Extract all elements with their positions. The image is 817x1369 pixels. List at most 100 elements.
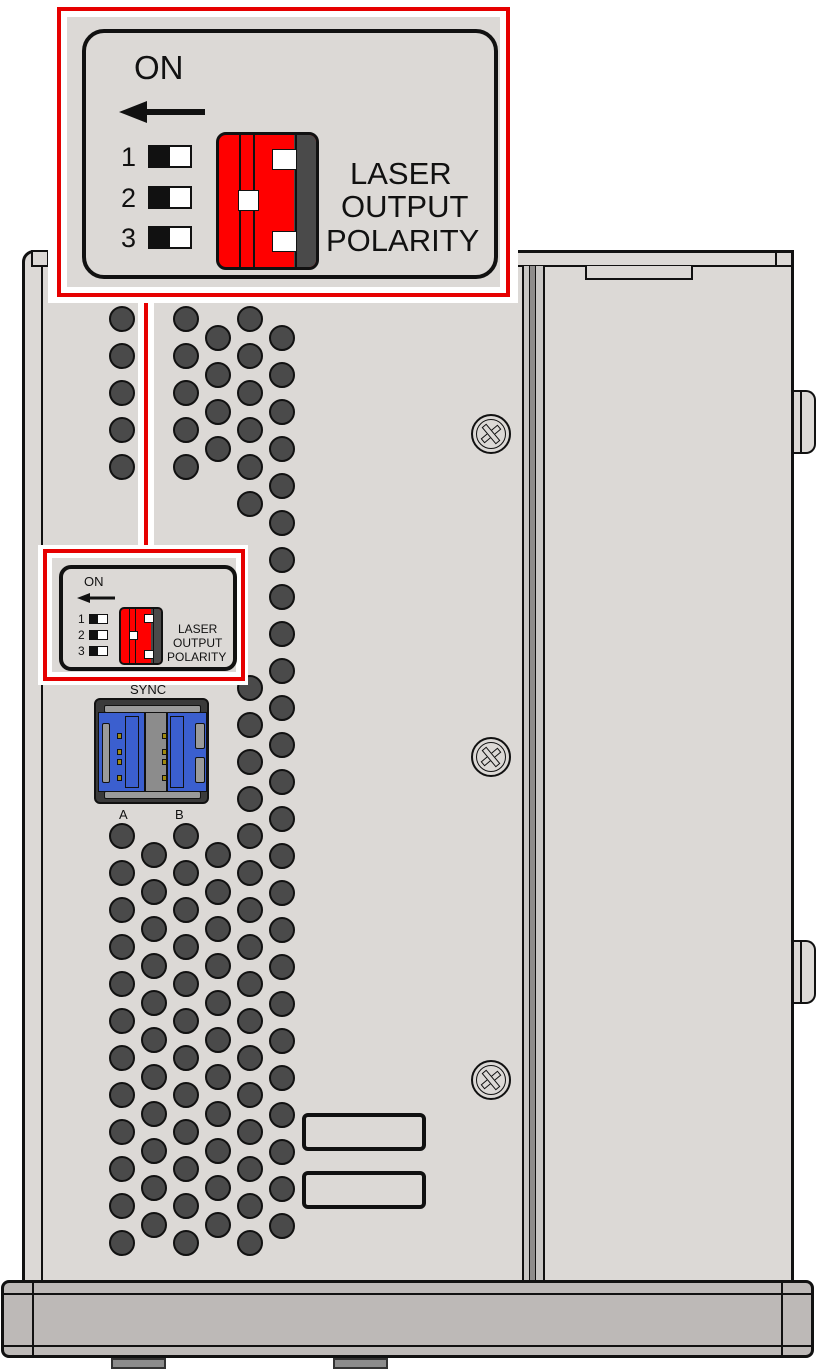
vent-hole — [109, 1230, 135, 1256]
sync-connector[interactable] — [94, 698, 209, 804]
vent-hole — [269, 510, 295, 536]
vent-hole — [237, 306, 263, 332]
vent-hole — [269, 769, 295, 795]
right-handle-top — [794, 390, 816, 454]
small-dip-toggle-1[interactable] — [144, 614, 154, 623]
vent-hole — [237, 1230, 263, 1256]
small-dip-switch[interactable] — [119, 607, 163, 665]
vent-hole — [173, 1156, 199, 1182]
top-clip — [585, 266, 693, 280]
dip-toggle-1[interactable] — [272, 149, 297, 170]
dip-switch[interactable] — [216, 132, 319, 270]
port-b-label: B — [175, 807, 184, 822]
vent-hole — [141, 1138, 167, 1164]
vent-hole — [109, 1008, 135, 1034]
small-polarity-label: POLARITY — [167, 650, 227, 664]
large-switch-label: ON 1 2 3 LASER OUTPUT POLARITY — [82, 29, 498, 279]
right-section-top-notch — [775, 250, 777, 267]
vent-hole — [237, 971, 263, 997]
vent-hole — [141, 1064, 167, 1090]
vent-hole — [173, 897, 199, 923]
vent-hole — [269, 436, 295, 462]
vent-hole — [269, 1213, 295, 1239]
small-switch-number-3: 3 — [78, 644, 85, 658]
label-slot — [302, 1113, 426, 1151]
vent-hole — [237, 897, 263, 923]
small-output-label: OUTPUT — [173, 636, 223, 650]
switch-number-2: 2 — [121, 183, 137, 213]
small-switch-indicator-2 — [89, 630, 108, 640]
vent-hole — [141, 1175, 167, 1201]
vent-hole — [269, 584, 295, 610]
vent-hole — [269, 806, 295, 832]
vent-hole — [237, 786, 263, 812]
right-section-top-bar — [514, 250, 794, 267]
switch-number-1: 1 — [121, 142, 137, 172]
small-dip-toggle-2[interactable] — [129, 631, 138, 640]
sync-port-a[interactable] — [98, 712, 145, 792]
vent-hole — [269, 880, 295, 906]
vent-hole — [205, 953, 231, 979]
dip-toggle-3[interactable] — [272, 231, 297, 252]
label-slot — [302, 1171, 426, 1209]
foot-left — [111, 1358, 166, 1369]
vent-hole — [237, 749, 263, 775]
polarity-label: POLARITY — [326, 223, 480, 258]
vent-hole — [269, 917, 295, 943]
vent-hole — [205, 436, 231, 462]
vent-hole — [109, 1193, 135, 1219]
small-on-label: ON — [84, 574, 104, 589]
vent-hole — [269, 547, 295, 573]
vent-hole — [205, 1138, 231, 1164]
vent-hole — [109, 823, 135, 849]
dip-toggle-2[interactable] — [238, 190, 259, 211]
base-plate — [1, 1280, 814, 1358]
small-switch-indicator-3 — [89, 646, 108, 656]
vent-hole — [109, 454, 135, 480]
vent-hole — [173, 860, 199, 886]
small-dip-toggle-3[interactable] — [144, 650, 154, 659]
vent-hole — [205, 399, 231, 425]
vent-hole — [173, 934, 199, 960]
switch-number-3: 3 — [121, 223, 137, 253]
vent-hole — [173, 417, 199, 443]
vent-hole — [205, 1064, 231, 1090]
vent-hole — [109, 1156, 135, 1182]
vent-hole — [237, 712, 263, 738]
vent-hole — [109, 897, 135, 923]
small-switch-number-1: 1 — [78, 612, 85, 626]
vent-hole — [205, 916, 231, 942]
vent-hole — [237, 1156, 263, 1182]
vent-hole — [141, 1101, 167, 1127]
sync-label: SYNC — [130, 682, 167, 697]
left-edge-line — [41, 266, 43, 1286]
vent-hole — [205, 1212, 231, 1238]
vent-hole — [269, 399, 295, 425]
vent-hole — [269, 473, 295, 499]
arrow-left-icon — [119, 101, 205, 123]
vent-hole — [173, 1008, 199, 1034]
vent-hole — [141, 953, 167, 979]
vent-hole — [173, 1193, 199, 1219]
vent-hole — [173, 380, 199, 406]
vent-hole — [141, 990, 167, 1016]
vent-hole — [269, 621, 295, 647]
callout-leader-line — [144, 295, 148, 549]
screw-icon — [471, 737, 511, 777]
small-switch-number-2: 2 — [78, 628, 85, 642]
switch-indicator-3 — [148, 226, 192, 249]
vent-hole — [109, 860, 135, 886]
vent-hole — [269, 732, 295, 758]
vent-hole — [205, 990, 231, 1016]
vent-hole — [237, 343, 263, 369]
vent-hole — [205, 325, 231, 351]
sync-port-b[interactable] — [162, 712, 207, 792]
vent-hole — [237, 934, 263, 960]
vent-hole — [109, 1045, 135, 1071]
vent-hole — [109, 971, 135, 997]
vent-hole — [205, 362, 231, 388]
foot-right — [333, 1358, 388, 1369]
vent-hole — [237, 823, 263, 849]
vent-hole — [141, 1027, 167, 1053]
vent-hole — [269, 1028, 295, 1054]
